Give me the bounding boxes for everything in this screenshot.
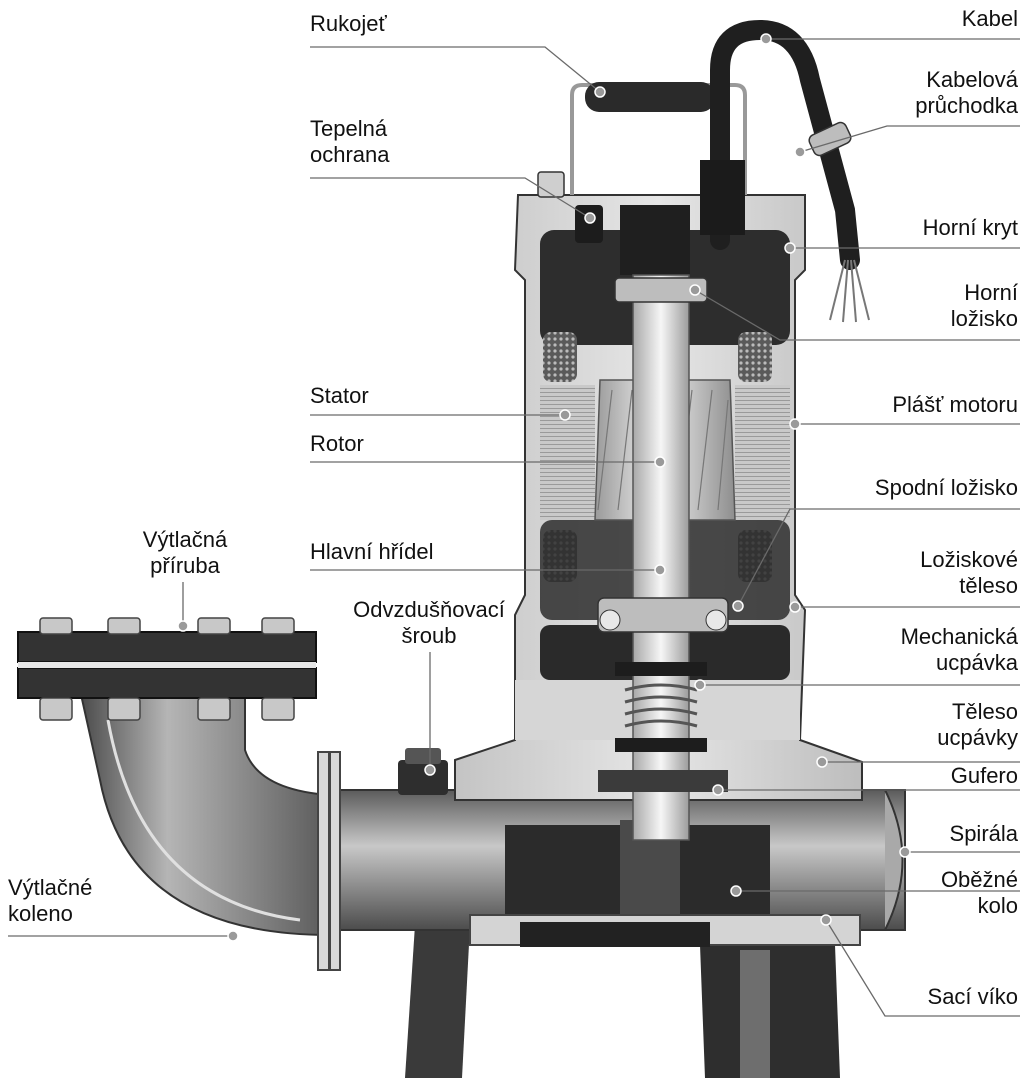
leader-saci-viko xyxy=(825,919,1020,1017)
leader-horni-lozisko xyxy=(694,289,1020,341)
leader-lines xyxy=(8,38,1020,1017)
leader-dots xyxy=(177,33,911,942)
cable-clamp xyxy=(808,121,852,157)
upper-bearing xyxy=(614,277,708,303)
coil-top-left xyxy=(543,332,577,382)
main-shaft xyxy=(632,274,690,841)
label-vytlacna-priruba-line2: příruba xyxy=(150,553,220,578)
label-tepelna-ochrana-line1: Tepelná xyxy=(310,116,388,141)
stator-left xyxy=(540,385,595,520)
label-mechanicka-ucpavka-line1: Mechanická xyxy=(900,624,1018,649)
upper-chamber-center xyxy=(620,205,690,275)
label-odvzdusnovaci-sroub-line1: Odvzdušňovací xyxy=(353,597,505,622)
leader-kabelova-pruchodka xyxy=(799,125,1020,153)
suction-cover-inner xyxy=(520,922,710,947)
flange-bolts xyxy=(39,617,295,721)
coil-top-right xyxy=(738,332,772,382)
label-horni-lozisko-line2: ložisko xyxy=(950,306,1018,331)
discharge-flange-bottom xyxy=(17,667,317,699)
discharge-elbow xyxy=(78,689,331,937)
pump-leg-right-highlight xyxy=(740,950,770,1078)
label-rotor: Rotor xyxy=(310,431,364,457)
leader-spodni-lozisko xyxy=(737,508,1020,607)
discharge-flange-gasket xyxy=(18,662,316,668)
air-vent-screw xyxy=(398,760,448,795)
volute-pipe-end xyxy=(884,789,904,931)
label-stator: Stator xyxy=(310,383,369,409)
label-saci-viko: Sací víko xyxy=(928,984,1018,1010)
cable-wires xyxy=(829,259,870,323)
cable-gland xyxy=(700,160,745,235)
label-hlavni-hridel: Hlavní hřídel xyxy=(310,539,434,565)
label-teleso-ucpavky-line2: ucpávky xyxy=(937,725,1018,750)
label-spodni-lozisko-text: Spodní ložisko xyxy=(874,475,1018,500)
mechanical-seal-ring-bottom xyxy=(615,738,707,752)
label-rukojet-text: Rukojeť xyxy=(310,11,387,36)
label-teleso-ucpavky-line1: Těleso xyxy=(951,699,1018,724)
label-spodni-lozisko: Spodní ložisko xyxy=(875,475,1018,501)
label-gufero-text: Gufero xyxy=(950,763,1018,788)
discharge-flange-top xyxy=(17,631,317,663)
label-loziskove-teleso-line2: těleso xyxy=(959,573,1018,598)
label-obezne-kolo-line2: kolo xyxy=(977,893,1018,918)
label-vytlacne-koleno: Výtlačné koleno xyxy=(8,875,92,927)
label-horni-lozisko-line1: Horní xyxy=(964,280,1018,305)
leader-tepelna-ochrana xyxy=(310,177,591,219)
lower-bearing-ball-right xyxy=(705,609,727,631)
label-plast-motoru-text: Plášť motoru xyxy=(892,392,1018,417)
label-rotor-text: Rotor xyxy=(310,431,364,456)
label-vytlacna-priruba: Výtlačná příruba xyxy=(120,527,250,579)
label-gufero: Gufero xyxy=(951,763,1018,789)
label-loziskove-teleso: Ložiskové těleso xyxy=(920,547,1018,599)
lower-bearing-ball-left xyxy=(599,609,621,631)
label-horni-kryt: Horní kryt xyxy=(923,215,1018,241)
label-kabelova-pruchodka: Kabelová průchodka xyxy=(915,67,1018,119)
label-loziskove-teleso-line1: Ložiskové xyxy=(920,547,1018,572)
label-spirala: Spirála xyxy=(950,821,1018,847)
label-mechanicka-ucpavka: Mechanická ucpávka xyxy=(901,624,1018,676)
label-tepelna-ochrana: Tepelná ochrana xyxy=(310,116,390,168)
lower-bearing xyxy=(597,597,729,633)
mechanical-seal-ring-top xyxy=(615,662,707,676)
mechanical-seal-spring xyxy=(624,683,698,728)
pump-leg-left xyxy=(405,925,470,1078)
label-odvzdusnovaci-sroub: Odvzdušňovací šroub xyxy=(338,597,520,649)
label-plast-motoru: Plášť motoru xyxy=(892,392,1018,418)
label-kabel: Kabel xyxy=(962,6,1018,32)
label-kabelova-pruchodka-line1: Kabelová xyxy=(926,67,1018,92)
label-horni-kryt-text: Horní kryt xyxy=(922,215,1018,240)
label-vytlacna-priruba-line1: Výtlačná xyxy=(142,527,228,552)
label-rukojet: Rukojeť xyxy=(310,11,387,37)
label-horni-lozisko: Horní ložisko xyxy=(951,280,1018,332)
label-obezne-kolo-line1: Oběžné xyxy=(940,867,1018,892)
handle-grip xyxy=(585,82,715,112)
label-vytlacne-koleno-line2: koleno xyxy=(8,901,73,926)
volute-flange-line xyxy=(328,752,331,970)
label-spirala-text: Spirála xyxy=(949,821,1018,846)
discharge-elbow-face xyxy=(106,719,301,922)
label-vytlacne-koleno-line1: Výtlačné xyxy=(8,875,93,900)
label-mechanicka-ucpavka-line2: ucpávka xyxy=(936,650,1018,675)
label-obezne-kolo: Oběžné kolo xyxy=(941,867,1018,919)
pump-illustration xyxy=(17,19,906,1078)
label-kabel-text: Kabel xyxy=(961,6,1018,31)
label-odvzdusnovaci-sroub-line2: šroub xyxy=(401,623,457,648)
label-saci-viko-text: Sací víko xyxy=(927,984,1018,1009)
stator-right xyxy=(735,385,790,520)
label-tepelna-ochrana-line2: ochrana xyxy=(310,142,390,167)
oil-seal xyxy=(598,770,728,792)
leader-rukojet xyxy=(310,46,601,93)
label-kabelova-pruchodka-line2: průchodka xyxy=(915,93,1018,118)
label-hlavni-hridel-text: Hlavní hřídel xyxy=(310,539,434,564)
label-teleso-ucpavky: Těleso ucpávky xyxy=(937,699,1018,751)
label-stator-text: Stator xyxy=(310,383,369,408)
air-vent-screw-head xyxy=(405,748,441,764)
cable xyxy=(710,19,860,270)
thermal-protection-sensor xyxy=(575,205,603,243)
